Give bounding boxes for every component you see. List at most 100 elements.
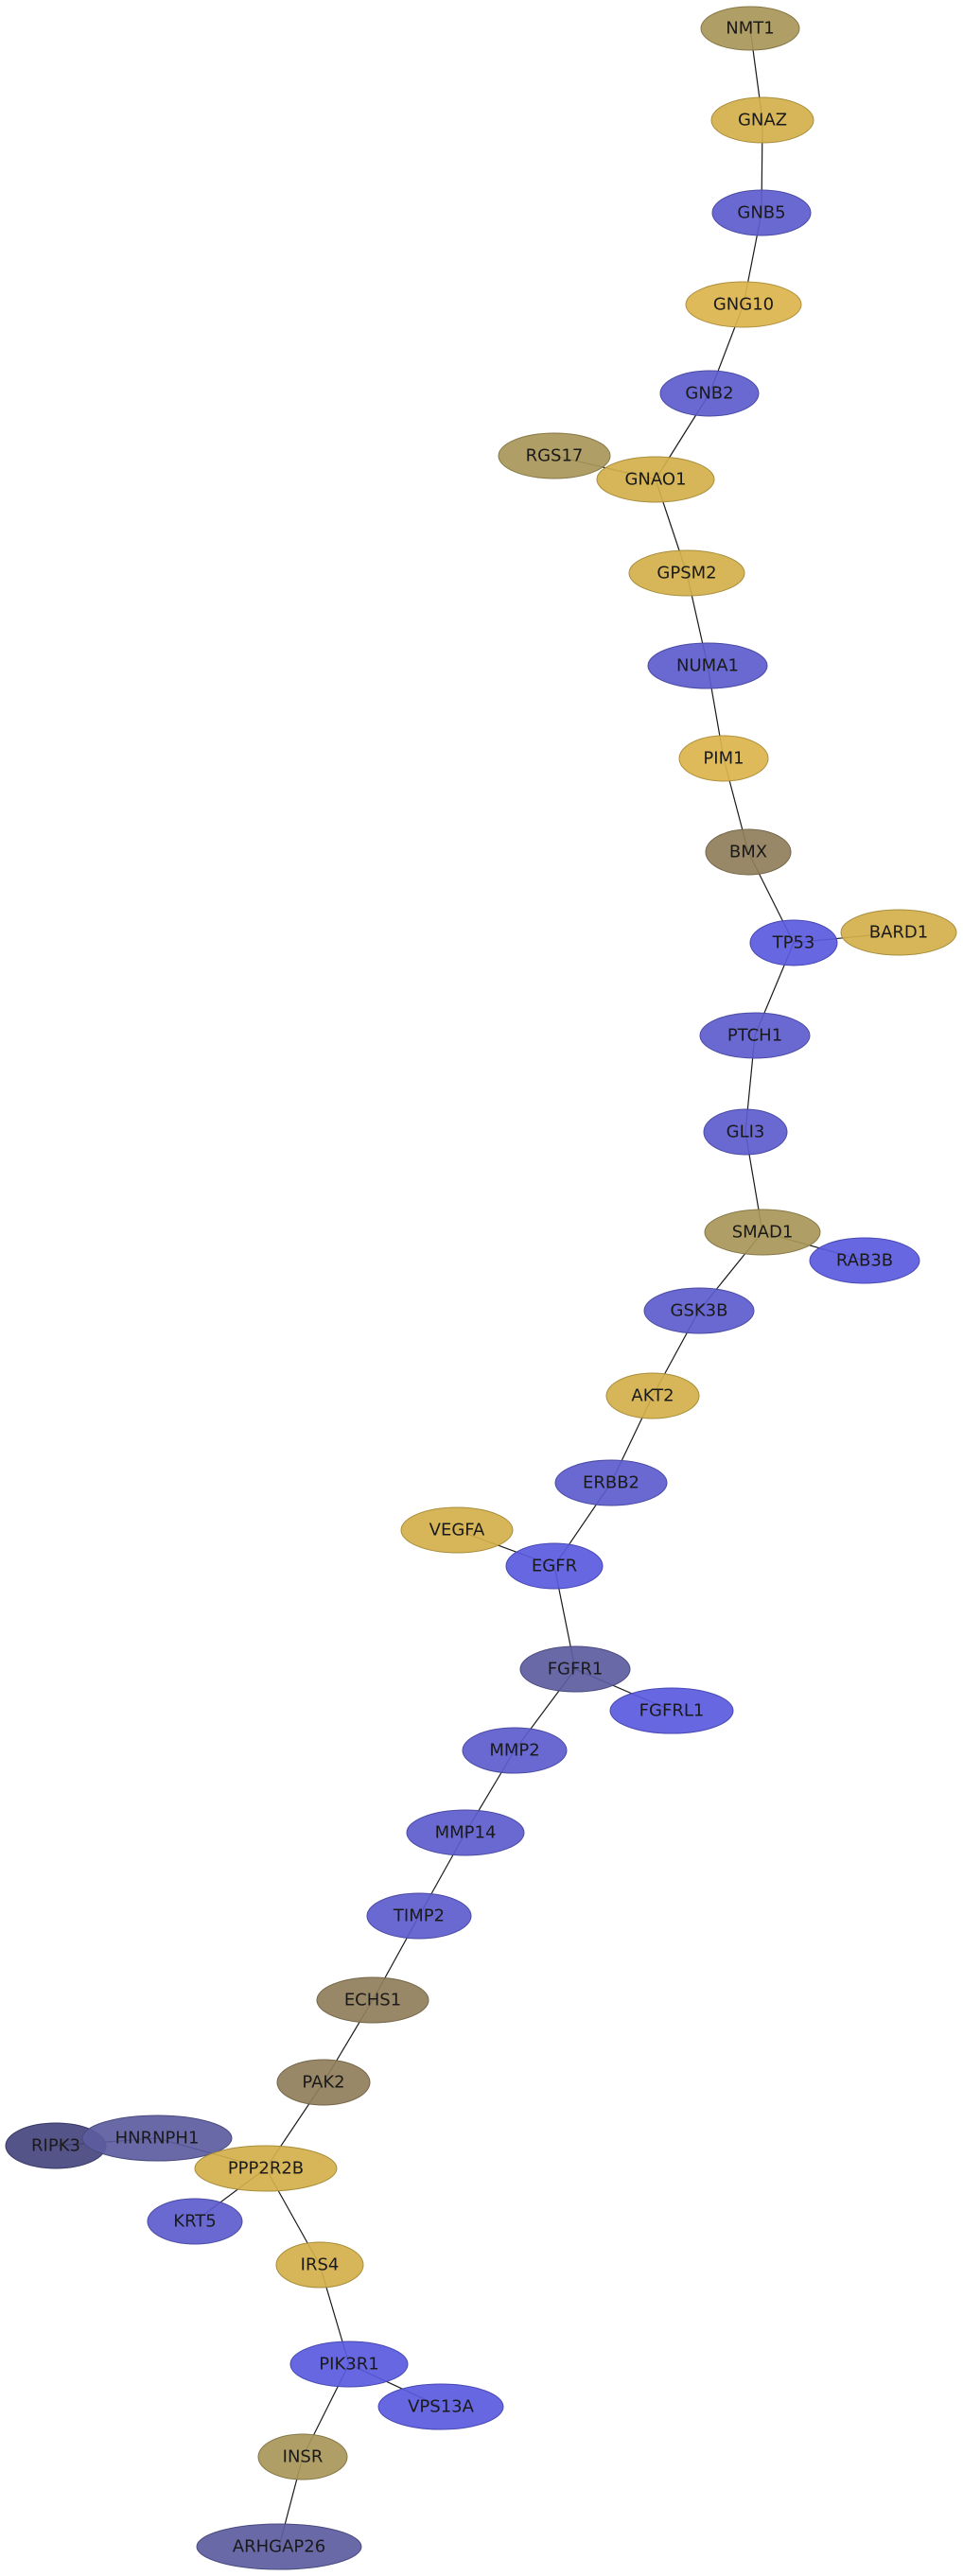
node-gpsm2[interactable]: GPSM2 — [628, 549, 745, 597]
node-pak2[interactable]: PAK2 — [276, 2059, 371, 2106]
node-ellipse — [316, 1976, 429, 2024]
node-ellipse — [194, 2145, 338, 2192]
node-erbb2[interactable]: ERBB2 — [554, 1459, 668, 1506]
node-label: BARD1 — [869, 923, 928, 943]
node-ellipse — [711, 189, 812, 236]
node-ellipse — [400, 1506, 514, 1554]
node-ellipse — [703, 1108, 788, 1156]
node-hnrnph1[interactable]: HNRNPH1 — [81, 2115, 233, 2162]
node-label: BMX — [729, 843, 767, 862]
node-akt2[interactable]: AKT2 — [605, 1372, 700, 1419]
node-ellipse — [699, 1012, 811, 1059]
node-label: AKT2 — [631, 1386, 674, 1406]
node-gsk3b[interactable]: GSK3B — [643, 1287, 755, 1334]
node-gli3[interactable]: GLI3 — [703, 1108, 788, 1156]
node-label: GPSM2 — [657, 564, 716, 583]
node-ellipse — [605, 1372, 700, 1419]
node-krt5[interactable]: KRT5 — [147, 2198, 243, 2245]
node-ellipse — [276, 2059, 371, 2106]
node-timp2[interactable]: TIMP2 — [366, 1892, 472, 1940]
node-ellipse — [643, 1287, 755, 1334]
node-ellipse — [519, 1645, 631, 1693]
node-label: NMT1 — [726, 19, 774, 39]
node-ellipse — [704, 1209, 821, 1256]
node-fgfr1[interactable]: FGFR1 — [519, 1645, 631, 1693]
node-ellipse — [809, 1237, 920, 1284]
node-ripk3[interactable]: RIPK3 — [5, 2122, 107, 2169]
node-gnb5[interactable]: GNB5 — [711, 189, 812, 236]
node-ellipse — [705, 828, 792, 876]
node-label: GNAZ — [738, 111, 787, 131]
node-mmp14[interactable]: MMP14 — [406, 1809, 525, 1856]
node-gng10[interactable]: GNG10 — [685, 281, 802, 328]
node-ellipse — [554, 1459, 668, 1506]
node-ptch1[interactable]: PTCH1 — [699, 1012, 811, 1059]
node-ellipse — [147, 2198, 243, 2245]
node-vps13a[interactable]: VPS13A — [377, 2383, 504, 2430]
node-label: INSR — [283, 2447, 324, 2467]
node-ppp2r2b[interactable]: PPP2R2B — [194, 2145, 338, 2192]
node-pik3r1[interactable]: PIK3R1 — [289, 2341, 409, 2388]
node-label: KRT5 — [173, 2212, 216, 2232]
node-echs1[interactable]: ECHS1 — [316, 1976, 429, 2024]
node-label: TIMP2 — [393, 1906, 445, 1926]
node-ellipse — [406, 1809, 525, 1856]
node-label: PPP2R2B — [228, 2159, 304, 2179]
node-rgs17[interactable]: RGS17 — [498, 432, 611, 479]
node-gnao1[interactable]: GNAO1 — [596, 456, 715, 503]
node-label: VPS13A — [408, 2397, 474, 2417]
node-label: NUMA1 — [676, 656, 739, 676]
node-label: FGFR1 — [548, 1660, 604, 1680]
node-ellipse — [749, 919, 838, 966]
node-label: ARHGAP26 — [233, 2537, 325, 2557]
node-label: MMP14 — [435, 1823, 497, 1843]
node-label: PIM1 — [703, 749, 744, 769]
node-insr[interactable]: INSR — [257, 2433, 348, 2480]
node-ellipse — [609, 1687, 734, 1734]
node-irs4[interactable]: IRS4 — [275, 2241, 364, 2289]
node-ellipse — [628, 549, 745, 597]
node-ellipse — [505, 1542, 604, 1590]
node-mmp2[interactable]: MMP2 — [462, 1727, 568, 1774]
node-fgfrl1[interactable]: FGFRL1 — [609, 1687, 734, 1734]
node-gnb2[interactable]: GNB2 — [659, 370, 760, 417]
node-ellipse — [377, 2383, 504, 2430]
node-ellipse — [678, 735, 769, 782]
node-label: PAK2 — [302, 2073, 344, 2093]
node-ellipse — [289, 2341, 409, 2388]
node-bmx[interactable]: BMX — [705, 828, 792, 876]
node-smad1[interactable]: SMAD1 — [704, 1209, 821, 1256]
node-tp53[interactable]: TP53 — [749, 919, 838, 966]
node-numa1[interactable]: NUMA1 — [647, 642, 768, 689]
node-ellipse — [257, 2433, 348, 2480]
node-ellipse — [275, 2241, 364, 2289]
node-label: SMAD1 — [732, 1223, 794, 1243]
node-bard1[interactable]: BARD1 — [840, 909, 957, 956]
node-ellipse — [462, 1727, 568, 1774]
node-ellipse — [596, 456, 715, 503]
node-arhgap26[interactable]: ARHGAP26 — [196, 2523, 362, 2570]
node-ellipse — [196, 2523, 362, 2570]
node-label: ERBB2 — [583, 1473, 639, 1493]
node-label: RAB3B — [836, 1251, 893, 1271]
node-ellipse — [700, 6, 800, 51]
node-label: VEGFA — [429, 1521, 485, 1540]
node-label: MMP2 — [489, 1741, 539, 1761]
node-vegfa[interactable]: VEGFA — [400, 1506, 514, 1554]
node-nmt1[interactable]: NMT1 — [700, 6, 800, 51]
node-rab3b[interactable]: RAB3B — [809, 1237, 920, 1284]
node-pim1[interactable]: PIM1 — [678, 735, 769, 782]
node-gnaz[interactable]: GNAZ — [710, 96, 814, 144]
node-ellipse — [685, 281, 802, 328]
node-label: GNB2 — [685, 384, 733, 404]
node-label: GNG10 — [713, 295, 774, 315]
node-label: IRS4 — [301, 2255, 340, 2275]
node-ellipse — [840, 909, 957, 956]
node-label: RGS17 — [526, 446, 584, 466]
node-label: GNAO1 — [624, 470, 686, 490]
node-egfr[interactable]: EGFR — [505, 1542, 604, 1590]
node-label: PIK3R1 — [319, 2355, 378, 2375]
edge-layer — [55, 27, 900, 2548]
